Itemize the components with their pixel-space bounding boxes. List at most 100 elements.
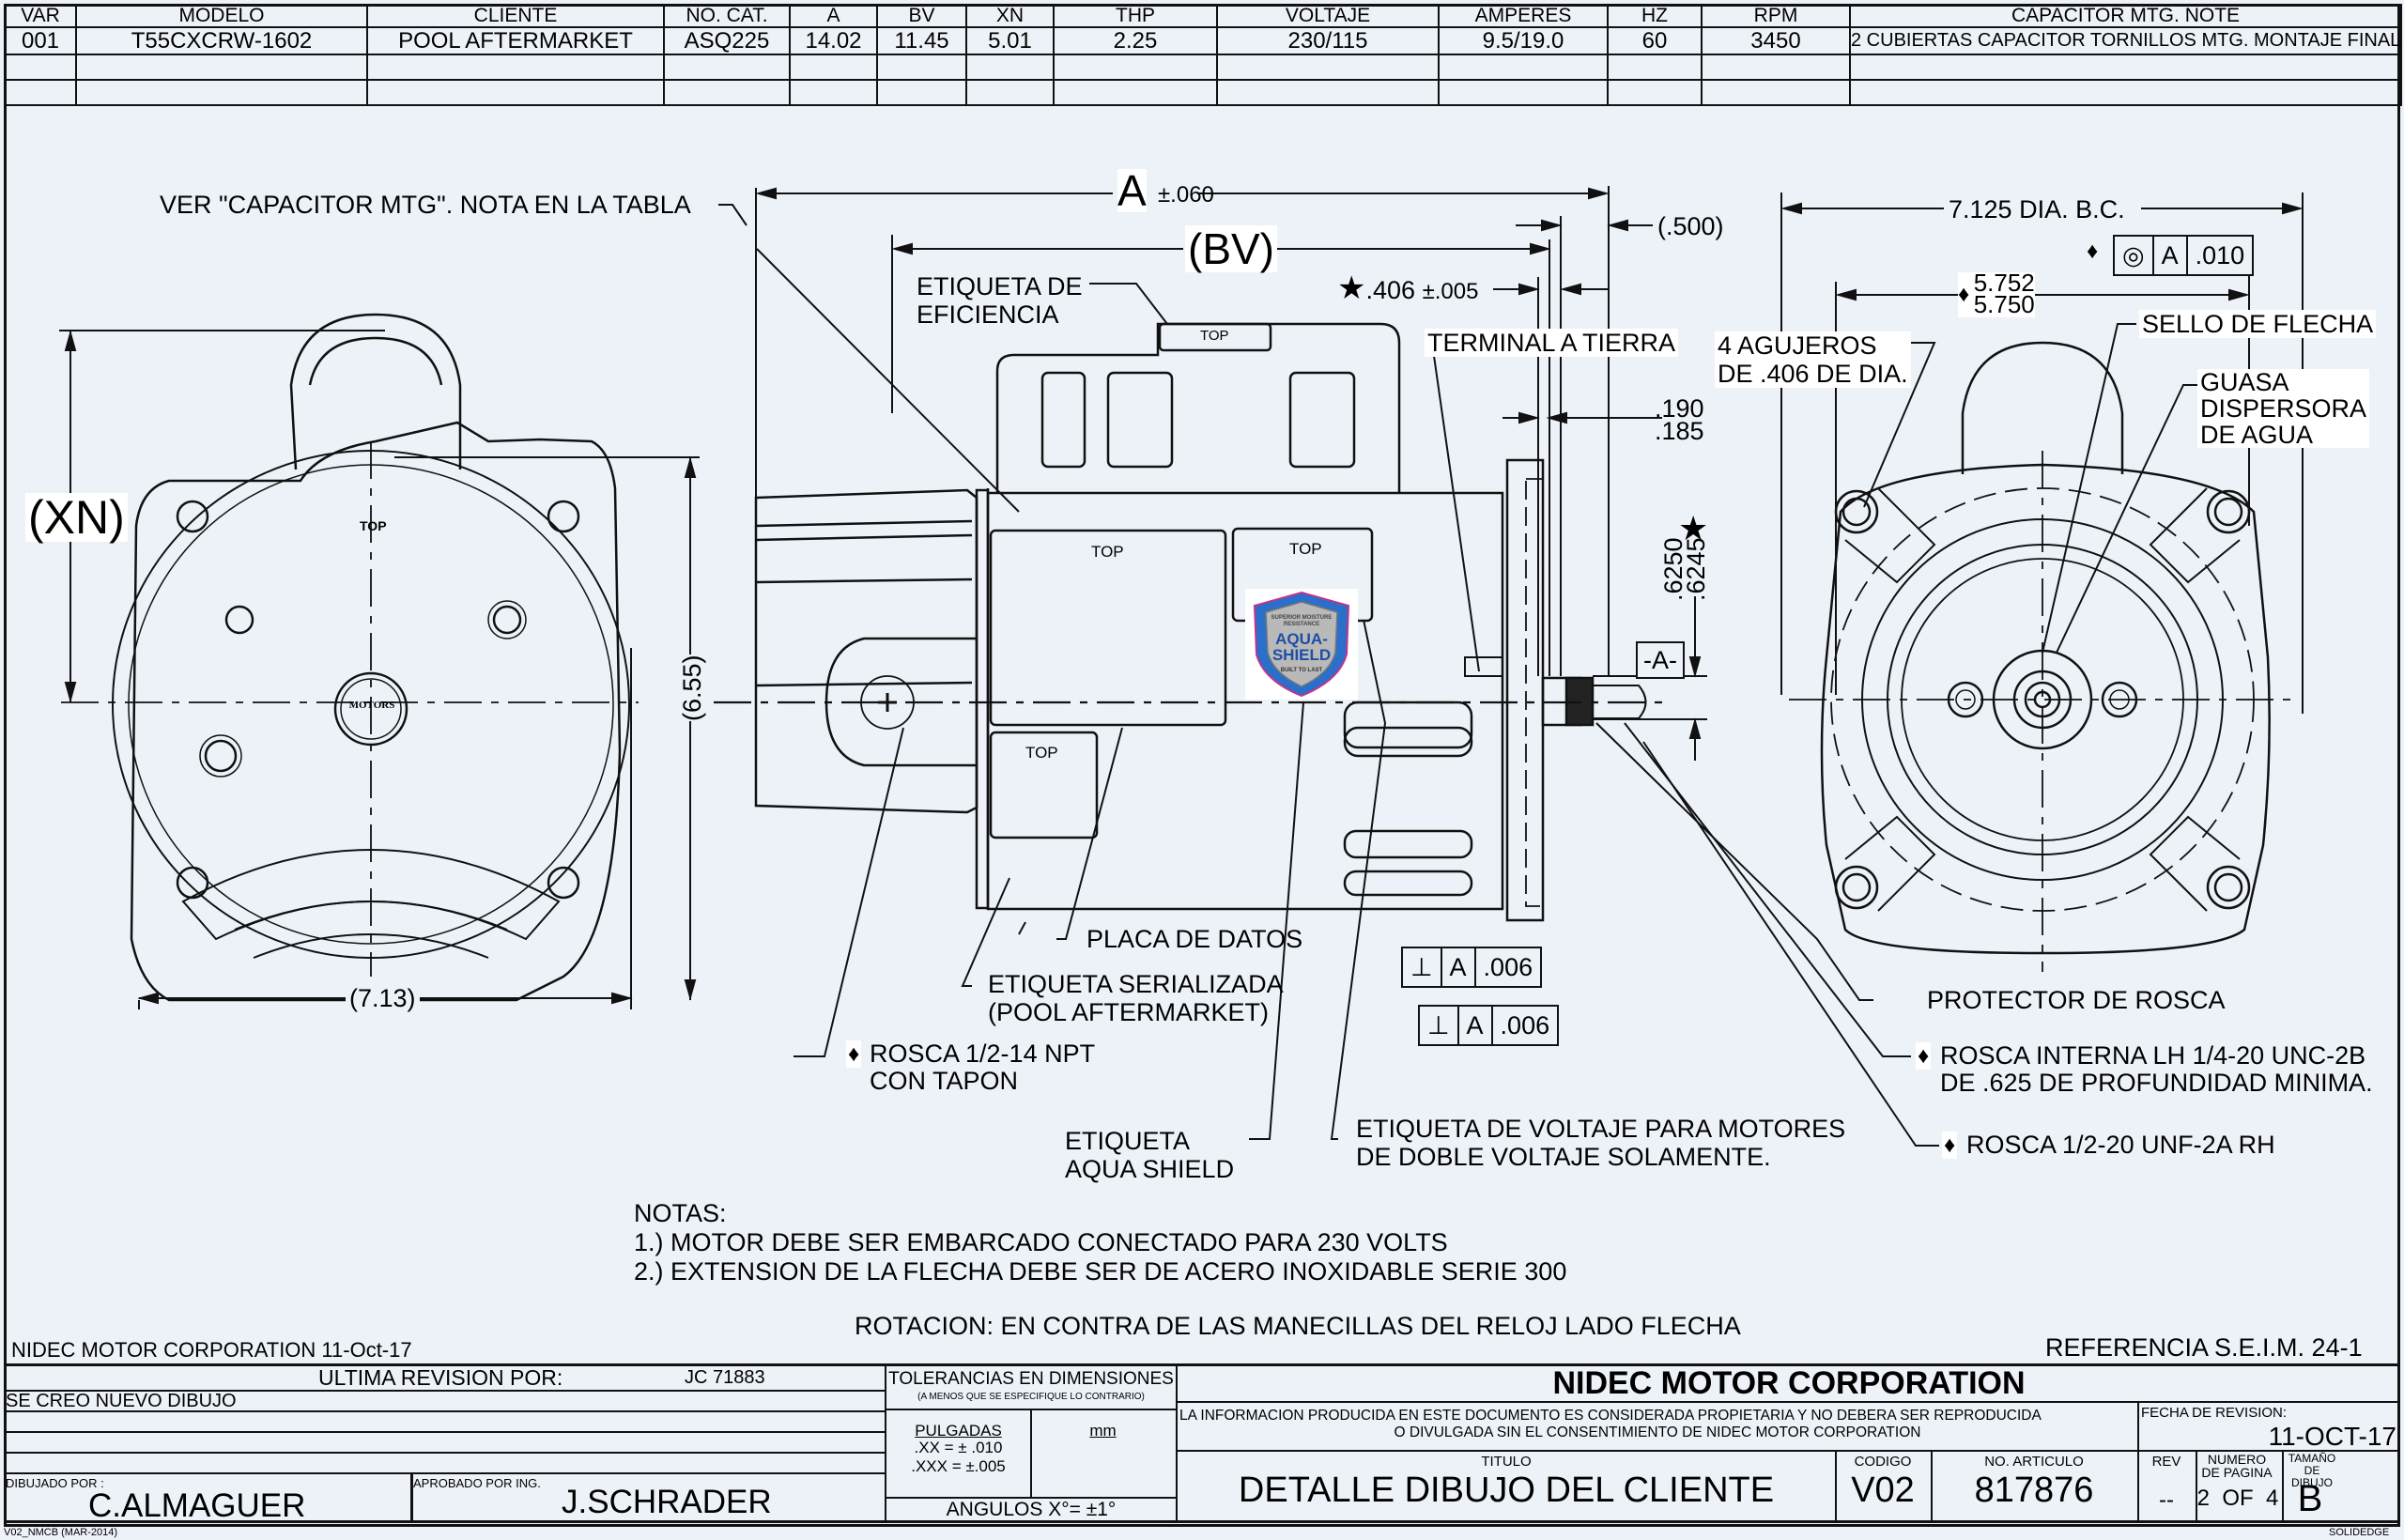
perpendicular-icon: ⊥	[1420, 1007, 1459, 1044]
rev-label: REV	[2151, 1454, 2181, 1470]
badge-line2: RESISTANCE	[1283, 622, 1320, 627]
cell-bv: 11.45	[876, 26, 967, 55]
cell-cliente: POOL AFTERMARKET	[366, 26, 665, 55]
company-block: NIDEC MOTOR CORPORATION LA INFORMACION P…	[1178, 1363, 2400, 1523]
drawn-by-label: DIBUJADO POR :	[6, 1476, 104, 1490]
code-label: CODIGO	[1854, 1454, 1912, 1470]
tolerances-block: TOLERANCIAS EN DIMENSIONES (A MENOS QUE …	[885, 1363, 1178, 1523]
tolerance-xxx: .XXX = ±.005	[911, 1457, 1006, 1475]
dim-xn-lines	[59, 330, 700, 1009]
perpendicularity-fcf-2: ⊥ A .006	[1418, 1005, 1560, 1046]
page-label: NUMERO DE PAGINA	[2201, 1452, 2273, 1480]
top-label: TOP	[1091, 543, 1124, 561]
revision-area: ULTIMA REVISION POR: JC 71883 SE CREO NU…	[4, 1363, 885, 1524]
diamond-icon: ♦	[1916, 1042, 1932, 1070]
col-xn: XN	[965, 4, 1055, 28]
sello-flecha-callout: SELLO DE FLECHA	[2139, 310, 2377, 338]
placa-datos-callout: PLACA DE DATOS	[1086, 925, 1303, 953]
company-name: NIDEC MOTOR CORPORATION	[1552, 1365, 2026, 1401]
end-view-front	[1789, 341, 2296, 972]
dim-a-label: A	[1117, 166, 1147, 215]
col-capacitor-note: CAPACITOR MTG. NOTE	[1849, 4, 2402, 28]
cell-var: 001	[4, 26, 77, 55]
note-item-1: 1.) MOTOR DEBE SER EMBARCADO CONECTADO P…	[634, 1228, 1448, 1256]
table-row: 001 T55CXCRW-1602 POOL AFTERMARKET ASQ22…	[4, 26, 2402, 55]
concentricity-fcf: ◎ A .010	[2113, 235, 2255, 276]
cell-thp: 2.25	[1053, 26, 1218, 55]
cell-rpm: 3450	[1701, 26, 1851, 55]
tolerances-subtitle: (A MENOS QUE SE ESPECIFIQUE LO CONTRARIO…	[917, 1392, 1145, 1402]
dim-shaft-diameter: .6250 .6245	[1659, 537, 1710, 601]
tolerance-xx: .XX = ± .010	[914, 1439, 1003, 1456]
mm-label: mm	[1089, 1422, 1117, 1440]
last-revision-value: JC 71883	[685, 1367, 765, 1388]
col-voltaje: VOLTAJE	[1216, 4, 1440, 28]
top-label: TOP	[1289, 540, 1322, 558]
software-label: SOLIDEDGE	[2329, 1527, 2390, 1538]
col-thp: THP	[1053, 4, 1218, 28]
article-number: 817876	[1974, 1471, 2094, 1510]
col-cliente: CLIENTE	[366, 4, 665, 28]
dim-bv: (BV)	[1185, 225, 1277, 272]
top-label: TOP	[1025, 744, 1058, 762]
cell-voltaje: 230/115	[1216, 26, 1440, 55]
col-var: VAR	[4, 4, 77, 28]
perpendicularity-fcf-1: ⊥ A .006	[1401, 947, 1543, 988]
dim-6-55: (6.55)	[678, 654, 706, 721]
col-a: A	[789, 4, 878, 28]
badge-tagline: BUILT TO LAST	[1280, 668, 1323, 673]
dim-406: ★.406 ±.005	[1337, 272, 1478, 306]
diamond-icon: ♦	[2087, 239, 2099, 264]
badge-line1: SUPERIOR MOISTURE	[1271, 615, 1333, 621]
article-label: NO. ARTICULO	[1984, 1454, 2084, 1470]
drawn-by: C.ALMAGUER	[88, 1487, 306, 1524]
col-no-cat: NO. CAT.	[663, 4, 791, 28]
shield-icon	[1253, 591, 1350, 698]
company-date-stamp: NIDEC MOTOR CORPORATION 11-Oct-17	[11, 1338, 412, 1362]
guasa-callout: GUASA DISPERSORA DE AGUA	[2197, 369, 2370, 448]
cell-a: 14.02	[789, 26, 878, 55]
datum-a: -A-	[1636, 641, 1685, 679]
star-icon: ★	[1337, 270, 1366, 306]
dim-500: (.500)	[1657, 212, 1724, 240]
inches-label: PULGADAS	[915, 1422, 1002, 1440]
cell-xn: 5.01	[965, 26, 1055, 55]
code-value: V02	[1851, 1471, 1915, 1510]
last-revision-label: ULTIMA REVISION POR:	[318, 1365, 563, 1390]
note-item-2: 2.) EXTENSION DE LA FLECHA DEBE SER DE A…	[634, 1257, 1567, 1286]
top-label: TOP	[1200, 328, 1229, 344]
perpendicular-icon: ⊥	[1403, 948, 1442, 986]
protector-rosca-callout: PROTECTOR DE ROSCA	[1927, 986, 2226, 1014]
revision-note: SE CREO NUEVO DIBUJO	[6, 1391, 237, 1411]
col-hz: HZ	[1607, 4, 1703, 28]
top-label: TOP	[360, 518, 387, 533]
title-label: TITULO	[1481, 1454, 1532, 1470]
spec-header-row: VAR MODELO CLIENTE NO. CAT. A BV XN THP …	[4, 4, 2402, 28]
capacitor-note-callout: VER "CAPACITOR MTG". NOTA EN LA TABLA	[160, 191, 691, 219]
dim-a: A	[1117, 169, 1147, 212]
size-label: TAMAÑO DE DIBUJO	[2288, 1452, 2336, 1489]
rotation-note: ROTACION: EN CONTRA DE LAS MANECILLAS DE…	[855, 1312, 1741, 1340]
cell-capacitor-note: 2 CUBIERTAS CAPACITOR TORNILLOS MTG. MON…	[1849, 26, 2402, 55]
badge-brand2: SHIELD	[1271, 646, 1332, 664]
form-id: V02_NMCB (MAR-2014)	[4, 1527, 118, 1538]
approved-by-label: APROBADO POR ING.	[413, 1476, 541, 1490]
revision-date: 11-OCT-17	[2268, 1422, 2396, 1451]
dim-406-value: .406	[1365, 276, 1416, 304]
approved-by: J.SCHRADER	[562, 1484, 772, 1520]
us-motors-logo: MOTORS	[348, 700, 395, 711]
col-rpm: RPM	[1701, 4, 1851, 28]
end-view-rear	[61, 313, 639, 1002]
diamond-icon: ♦	[846, 1040, 862, 1068]
dim-190-185: .190 .185	[1655, 394, 1704, 445]
star-icon: ★	[1678, 509, 1709, 547]
dim-a-tolerance: ±.060	[1158, 182, 1214, 208]
aqua-shield-badge: SUPERIOR MOISTURE RESISTANCE AQUA- SHIEL…	[1245, 589, 1358, 700]
cell-modelo: T55CXCRW-1602	[75, 26, 368, 55]
col-modelo: MODELO	[75, 4, 368, 28]
side-view	[714, 322, 1662, 922]
revision-date-label: FECHA DE REVISION:	[2141, 1405, 2288, 1421]
rosca-unf-callout: ♦ ROSCA 1/2-20 UNF-2A RH	[1942, 1131, 2275, 1159]
cell-no-cat: ASQ225	[663, 26, 791, 55]
